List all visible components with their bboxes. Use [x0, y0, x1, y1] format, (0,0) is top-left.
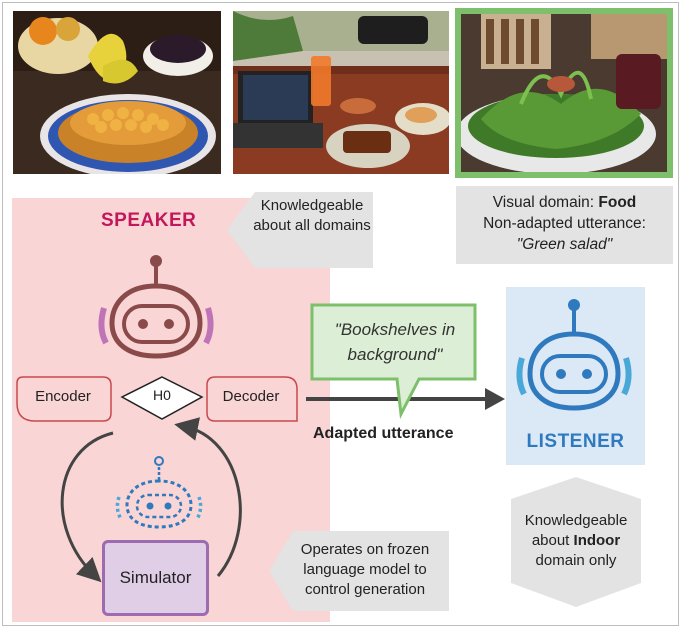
- adapted-utterance-text: "Bookshelves in background": [334, 320, 456, 364]
- speaker-knowledge-text: Knowledgeable about all domains: [253, 197, 371, 234]
- simulator-loop-arrows: [60, 417, 242, 583]
- visual-domain-value: Food: [598, 194, 637, 211]
- encoder-label: Encoder: [35, 388, 91, 405]
- adapted-utterance-bubble: [310, 303, 477, 420]
- non-adapted-label: Non-adapted utterance:: [483, 215, 646, 232]
- listener-knowledge-callout-shape: [511, 477, 641, 607]
- simulator-note-text: Operates on frozen language model to con…: [300, 541, 430, 598]
- salad-photo-highlighted: [455, 8, 673, 178]
- speaker-title: SPEAKER: [101, 210, 197, 231]
- non-adapted-value: "Green salad": [516, 236, 613, 253]
- listener-knowledge-pre: Knowledgeable about: [524, 512, 628, 549]
- speaker-knowledge-callout-shape: [227, 192, 373, 268]
- domain-info-box: Visual domain: Food Non-adapted utteranc…: [456, 186, 673, 264]
- h0-label: H0: [153, 387, 171, 403]
- listener-knowledge-text: Knowledgeable about Indoor domain only: [513, 511, 639, 571]
- listener-knowledge-post: domain only: [535, 552, 617, 569]
- speaker-robot-icon: [98, 255, 214, 359]
- listener-title: LISTENER: [526, 431, 625, 452]
- simulator-robot-icon: [115, 456, 203, 529]
- diagram-frame: SPEAKER Knowledgeable about all domains …: [2, 2, 679, 626]
- decoder-label: Decoder: [222, 388, 280, 405]
- visual-domain-label: Visual domain:: [492, 194, 595, 211]
- simulator-note-callout-shape: [269, 531, 449, 611]
- listener-robot-icon: [516, 299, 632, 411]
- encoder-decoder-shapes: [16, 376, 298, 422]
- cafe-photo-laptop: [233, 11, 449, 174]
- adapted-utterance-label: Adapted utterance: [313, 425, 454, 442]
- simulator-box: Simulator: [102, 540, 209, 616]
- utterance-arrow: [306, 388, 505, 410]
- listener-knowledge-bold: Indoor: [573, 532, 621, 549]
- food-photo-cake: [13, 11, 221, 174]
